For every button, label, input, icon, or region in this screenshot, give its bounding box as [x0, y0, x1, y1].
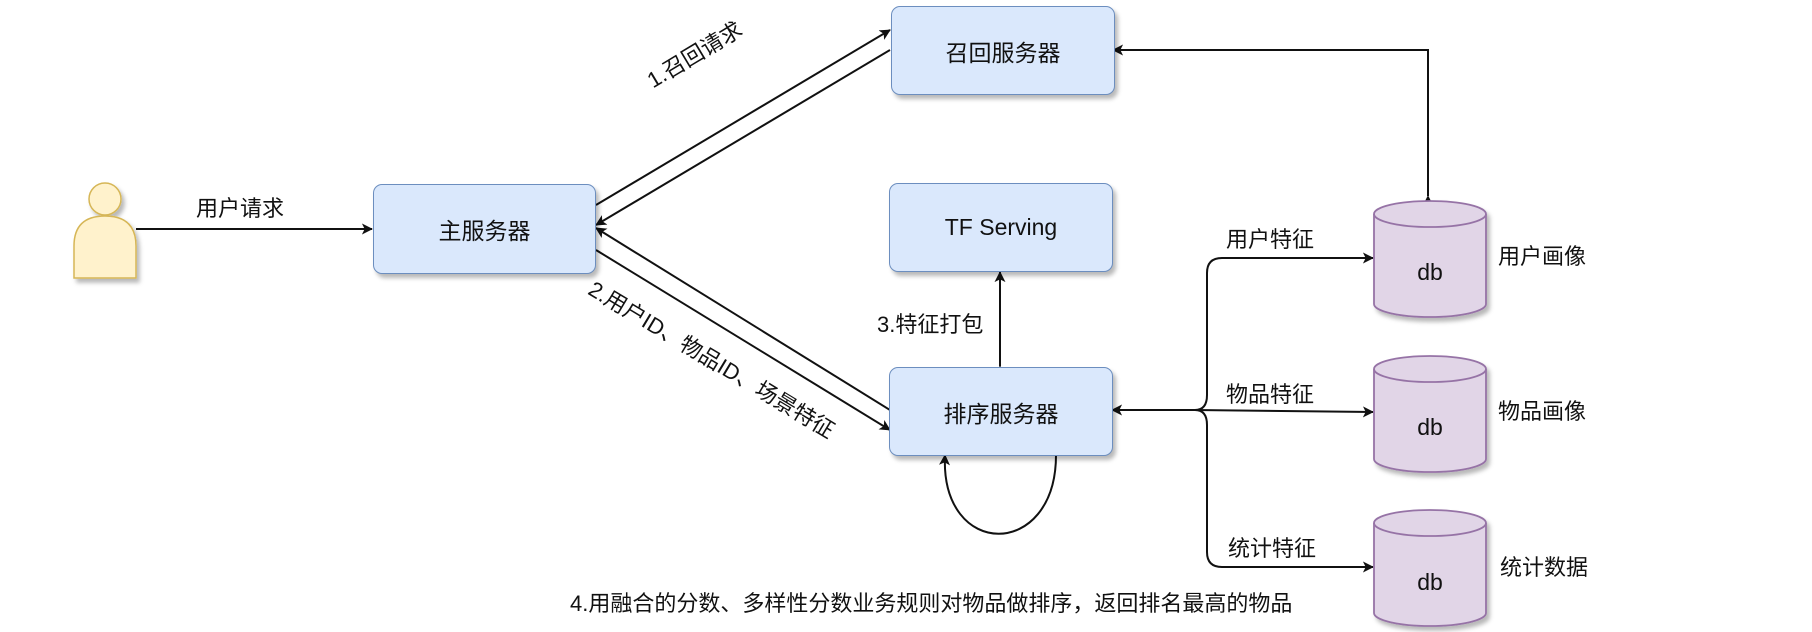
edge-recall-request: [595, 29, 891, 206]
edge-stats-feature: [1194, 409, 1374, 573]
main-server-label: 主服务器: [438, 218, 531, 244]
edge-recall-db: [1112, 44, 1434, 207]
db-item-label: 物品画像: [1498, 399, 1587, 424]
edge-user-feature: [1194, 252, 1374, 411]
db-user-text: db: [1417, 259, 1443, 285]
ranking-caption: 4.用融合的分数、多样性分数业务规则对物品做排序，返回排名最高的物品: [570, 591, 1293, 616]
db-stats-text: db: [1417, 569, 1443, 595]
rank-server-node[interactable]: 排序服务器: [889, 367, 1113, 456]
db-item-text: db: [1417, 414, 1443, 440]
recall-server-node[interactable]: 召回服务器: [891, 6, 1115, 95]
edge-rank-self-loop: [939, 454, 1057, 535]
edge-rank-return: [595, 227, 891, 411]
user-actor-icon: [73, 182, 137, 279]
db-stats-label: 统计数据: [1500, 555, 1589, 580]
tf-serving-label: TF Serving: [944, 214, 1058, 240]
main-server-node[interactable]: 主服务器: [373, 184, 596, 274]
edge-label-feature-pack: 3.特征打包: [877, 312, 984, 337]
tf-serving-node[interactable]: TF Serving: [889, 183, 1113, 272]
db-item-cylinder-icon: [1373, 355, 1487, 473]
rank-server-label: 排序服务器: [943, 400, 1059, 427]
edge-label-user-request: 用户请求: [196, 196, 285, 221]
db-user-label: 用户画像: [1498, 244, 1587, 269]
edge-item-feature: [1194, 406, 1374, 418]
db-user-cylinder-icon: [1373, 200, 1487, 318]
edge-recall-return: [595, 49, 891, 226]
edge-rank-request: [595, 249, 891, 431]
edge-label-user-feature: 用户特征: [1226, 227, 1315, 252]
recall-server-label: 召回服务器: [945, 39, 1061, 66]
db-stats-cylinder-icon: [1373, 509, 1487, 627]
edge-label-stats-feature: 统计特征: [1228, 536, 1317, 561]
edge-label-item-feature: 物品特征: [1226, 382, 1315, 407]
